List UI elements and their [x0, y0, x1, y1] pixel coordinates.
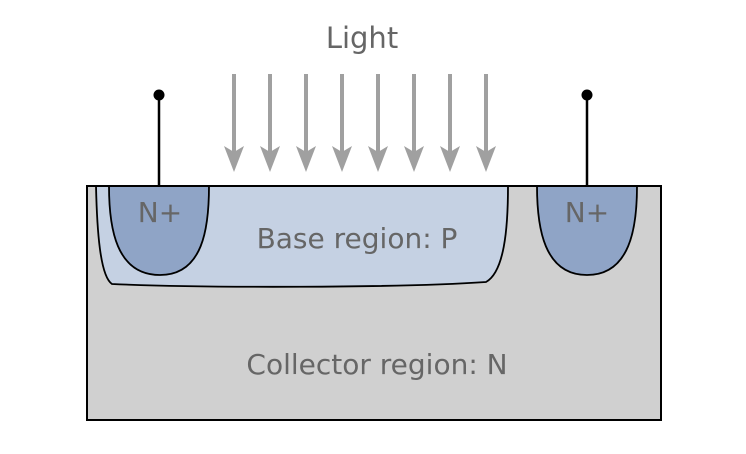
light-arrow-head — [224, 146, 244, 172]
light-arrows — [224, 74, 496, 172]
emitter-left-region — [108, 185, 210, 276]
light-arrow — [476, 74, 496, 172]
light-arrow-head — [440, 146, 460, 172]
light-arrow — [260, 74, 280, 172]
terminal-right-dot — [581, 89, 593, 101]
light-label: Light — [326, 21, 398, 55]
light-arrow — [296, 74, 316, 172]
light-arrow — [332, 74, 352, 172]
terminal-right — [581, 89, 593, 186]
light-arrow — [224, 74, 244, 172]
light-arrow-head — [404, 146, 424, 172]
light-arrow-head — [296, 146, 316, 172]
terminal-left-dot — [153, 89, 165, 101]
light-arrow-head — [332, 146, 352, 172]
base-label: Base region: P — [257, 222, 458, 255]
light-arrow-head — [368, 146, 388, 172]
terminal-left — [153, 89, 165, 186]
light-arrow — [368, 74, 388, 172]
emitter-right-label: N+ — [565, 196, 609, 229]
light-arrow — [440, 74, 460, 172]
light-arrow-head — [476, 146, 496, 172]
light-arrow — [404, 74, 424, 172]
light-arrow-head — [260, 146, 280, 172]
emitter-left-label: N+ — [138, 196, 182, 229]
collector-label: Collector region: N — [246, 348, 507, 381]
emitter-right-region — [536, 185, 638, 276]
